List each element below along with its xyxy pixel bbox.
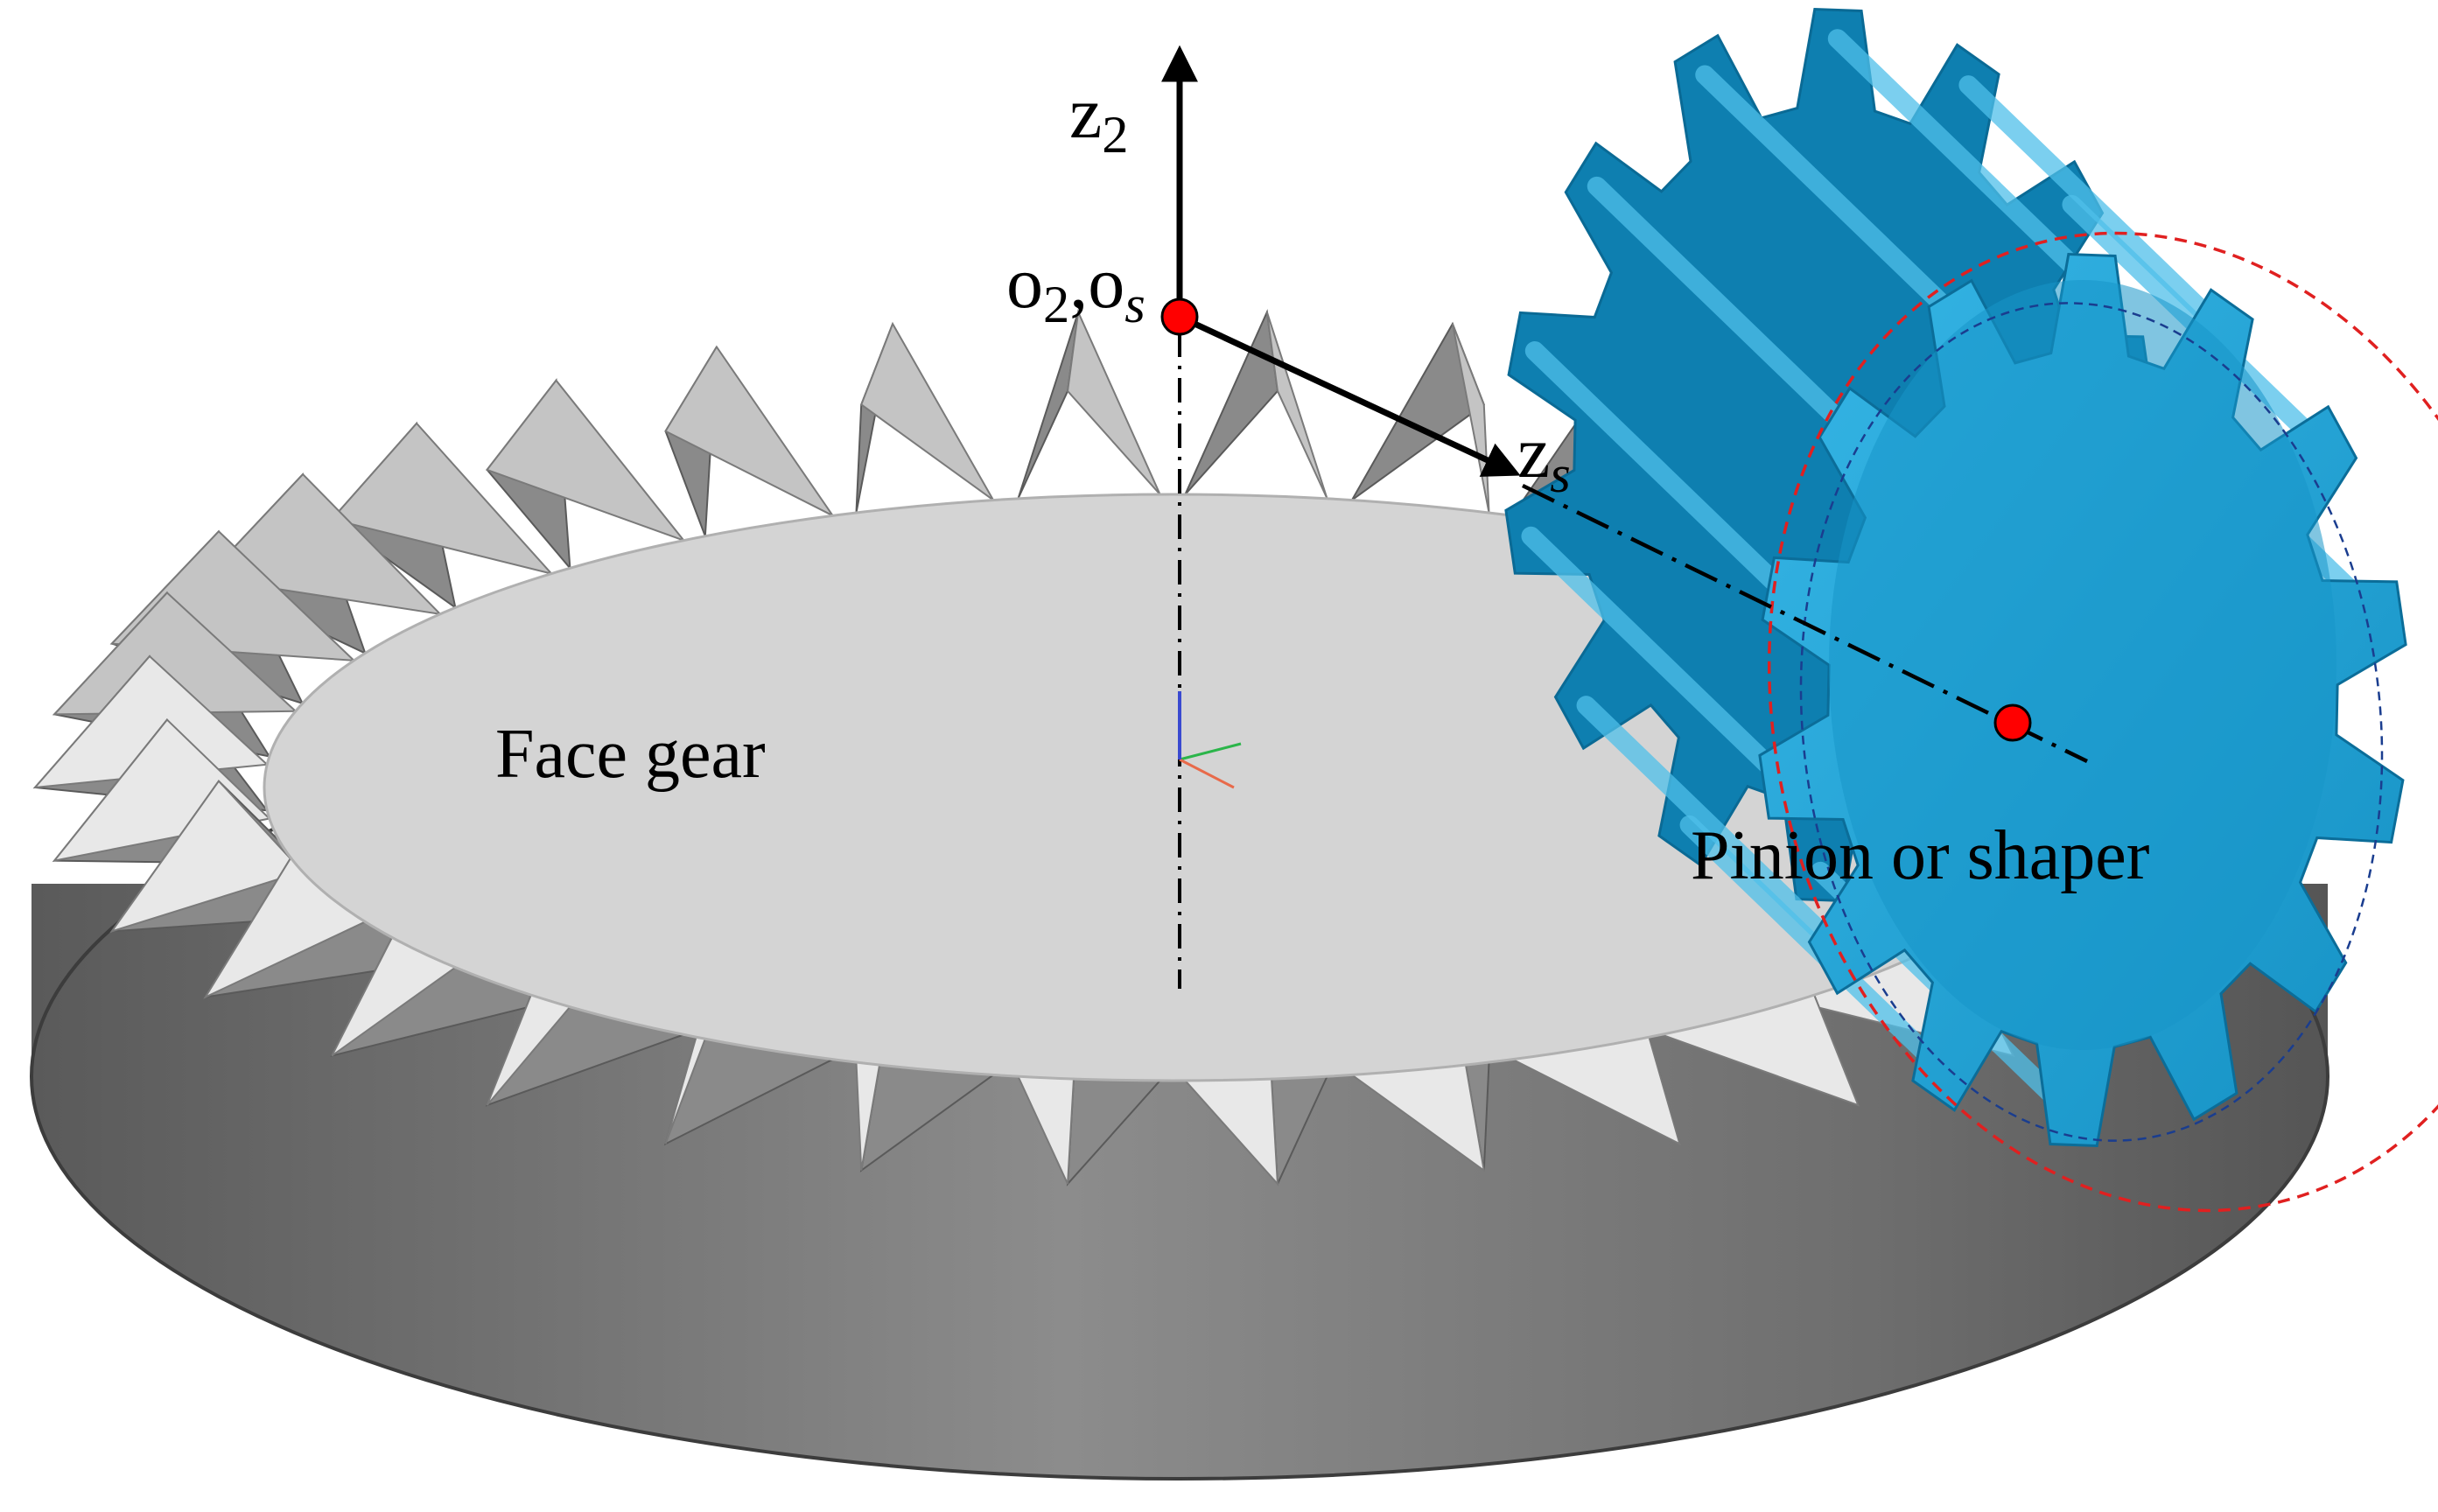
origin-label: o2,os	[1006, 242, 1145, 334]
pinion-tooth-rib	[1521, 526, 1795, 791]
zs-axis-arrow	[1178, 313, 1521, 477]
pinion-tooth-rib	[1576, 696, 1850, 961]
pinion-tooth-rib	[1695, 65, 1969, 330]
pinion-label: Pinion or shaper	[1691, 817, 2150, 894]
z2-axis-label: z2	[1069, 73, 1129, 164]
pinion-axis-centerline	[1522, 483, 2088, 764]
pinion-hub	[1829, 280, 2336, 1050]
cad-coordinate-triad	[1178, 691, 1242, 789]
pinion-tooth-rib	[1587, 176, 1860, 441]
origin-marker	[1160, 298, 1199, 336]
face-gear-tooth	[1350, 321, 1490, 514]
pinion-tooth-rib	[1827, 29, 2101, 294]
pinion-tooth-rib	[1524, 341, 1798, 606]
face-gear-label: Face gear	[495, 716, 766, 793]
pinion-gear	[1504, 7, 2407, 1148]
inner-pitch-circle	[1799, 302, 2384, 1142]
pinion-center-marker	[1993, 704, 2032, 742]
face-gear-tooth	[1017, 309, 1161, 500]
face-gear-tooth	[664, 345, 834, 537]
pinion-tooth-rib	[1958, 75, 2232, 340]
zs-axis-label: zs	[1517, 412, 1571, 504]
face-gear-tooth	[330, 421, 555, 610]
outer-pitch-circle	[1767, 231, 2438, 1213]
face-gear-tooth	[485, 378, 687, 571]
face-gear-tooth	[855, 321, 995, 514]
face-gear-tooth	[1184, 309, 1328, 500]
